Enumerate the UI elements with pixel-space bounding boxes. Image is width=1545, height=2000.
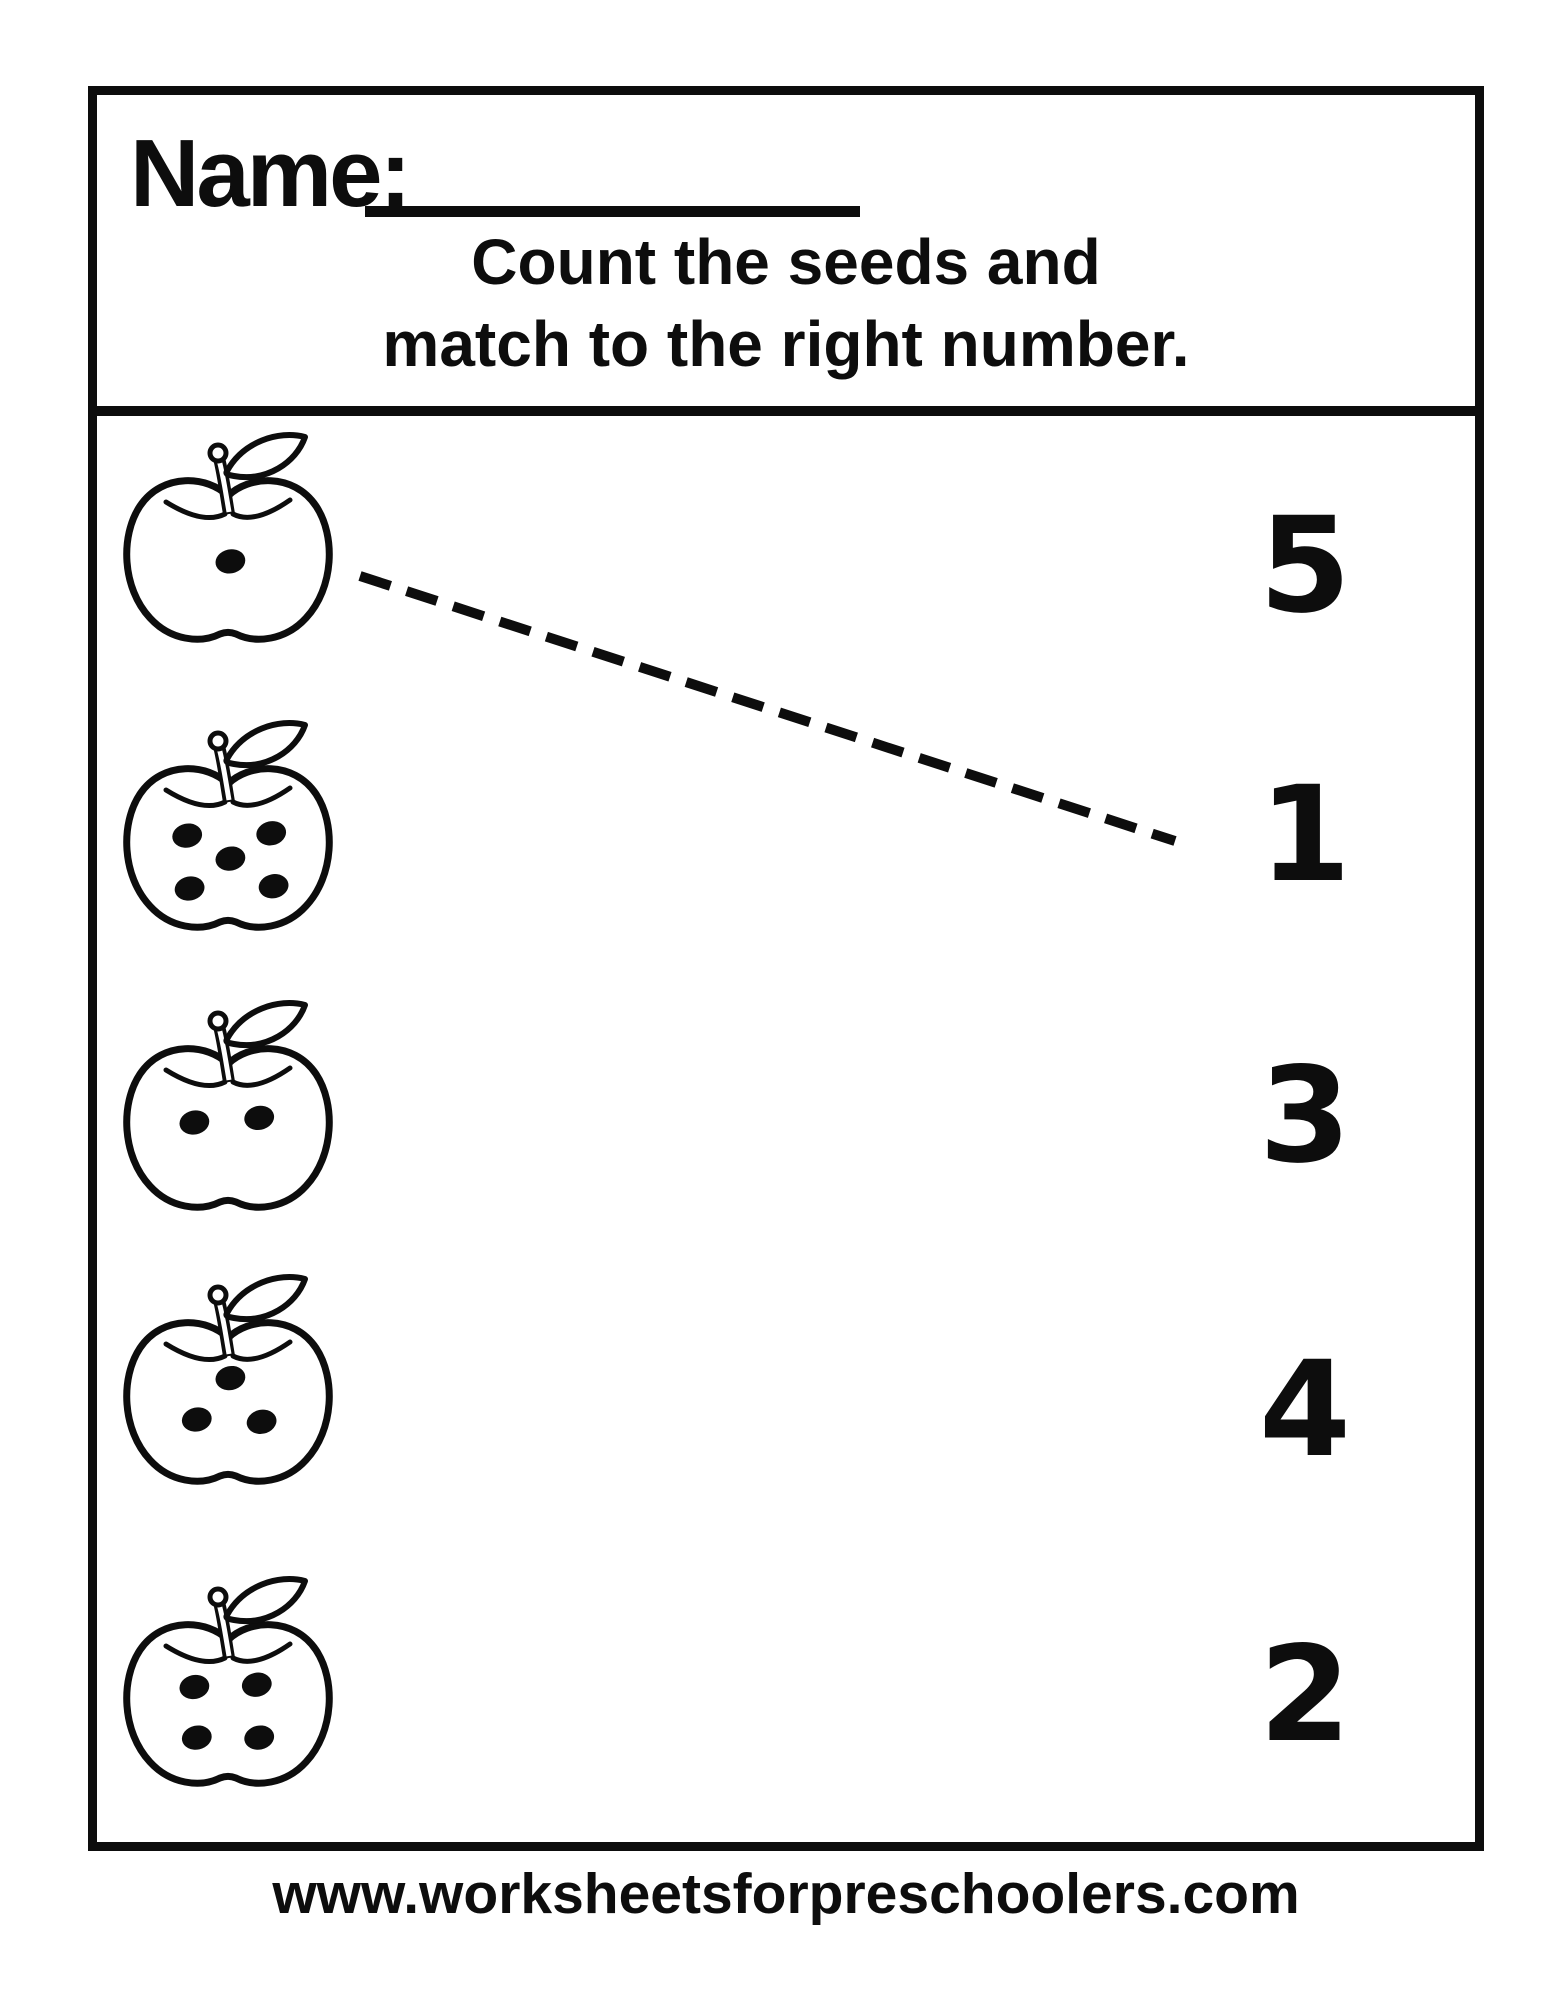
apple-seed xyxy=(181,1725,212,1750)
apple-seed xyxy=(174,876,205,901)
apple-dimple-left xyxy=(163,1067,228,1089)
apple-stem-tip xyxy=(207,1586,229,1608)
apple-dimple-left xyxy=(163,499,228,521)
apple-seed xyxy=(246,1409,277,1434)
header-divider xyxy=(92,406,1480,416)
apple-5-seeds[interactable] xyxy=(108,716,348,946)
number-option-1[interactable]: 1 xyxy=(1259,758,1351,912)
apple-body xyxy=(123,1319,333,1485)
apple-icon xyxy=(123,720,333,931)
apple-stem-core xyxy=(216,459,232,513)
worksheet-border xyxy=(88,86,1484,1851)
apple-seed xyxy=(256,821,287,846)
number-option-4[interactable]: 4 xyxy=(1259,1333,1351,1487)
apple-leaf xyxy=(223,1274,308,1323)
apple-dimple-right xyxy=(230,497,293,520)
apple-leaf xyxy=(223,720,308,769)
apple-stem-tip xyxy=(207,730,229,752)
apple-stem-core xyxy=(216,1603,232,1657)
apple-seed xyxy=(181,1407,212,1432)
footer-url: www.worksheetsforpreschoolers.com xyxy=(272,1862,1300,1926)
apple-1-seeds[interactable] xyxy=(108,428,348,658)
apple-icon xyxy=(123,1274,333,1485)
apple-seed xyxy=(215,1365,246,1391)
apple-2-seeds[interactable] xyxy=(108,996,348,1226)
apple-stem-core xyxy=(216,1027,232,1081)
apple-dimple-right xyxy=(230,785,293,808)
apple-dimple-left xyxy=(163,1643,228,1665)
apple-icon xyxy=(123,1576,333,1787)
apple-dimple-right xyxy=(230,1065,293,1088)
apple-seed xyxy=(215,549,246,574)
apple-stem-core xyxy=(216,747,232,801)
apple-seed xyxy=(244,1725,275,1750)
name-write-line[interactable] xyxy=(365,206,860,217)
number-option-3[interactable]: 3 xyxy=(1259,1039,1351,1193)
apple-3-seeds[interactable] xyxy=(108,1270,348,1500)
name-label: Name: xyxy=(130,120,411,227)
apple-dimple-left xyxy=(163,787,228,809)
apple-stem-tip xyxy=(207,442,229,464)
number-option-5[interactable]: 5 xyxy=(1259,489,1351,643)
apple-leaf xyxy=(223,1000,308,1049)
instruction-line-2: match to the right number. xyxy=(382,308,1190,380)
apple-seed xyxy=(179,1674,210,1700)
apple-body xyxy=(123,1621,333,1787)
apple-seed xyxy=(244,1105,275,1131)
apple-4-seeds[interactable] xyxy=(108,1572,348,1802)
apple-icon xyxy=(123,1000,333,1211)
apple-seed xyxy=(241,1672,272,1697)
apple-body xyxy=(123,1045,333,1211)
apple-dimple-right xyxy=(230,1641,293,1664)
apple-stem-tip xyxy=(207,1010,229,1032)
apple-stem-tip xyxy=(207,1284,229,1306)
apple-seed xyxy=(215,846,246,871)
apple-seed xyxy=(179,1110,210,1135)
apple-leaf xyxy=(223,432,308,481)
number-option-2[interactable]: 2 xyxy=(1259,1618,1351,1772)
apple-stem-core xyxy=(216,1301,232,1355)
apple-icon xyxy=(123,432,333,643)
apple-seed xyxy=(258,874,289,899)
apple-dimple-right xyxy=(230,1339,293,1362)
apple-dimple-left xyxy=(163,1341,228,1363)
apple-seed xyxy=(172,823,203,848)
apple-leaf xyxy=(223,1576,308,1625)
instruction-line-1: Count the seeds and xyxy=(471,226,1101,298)
